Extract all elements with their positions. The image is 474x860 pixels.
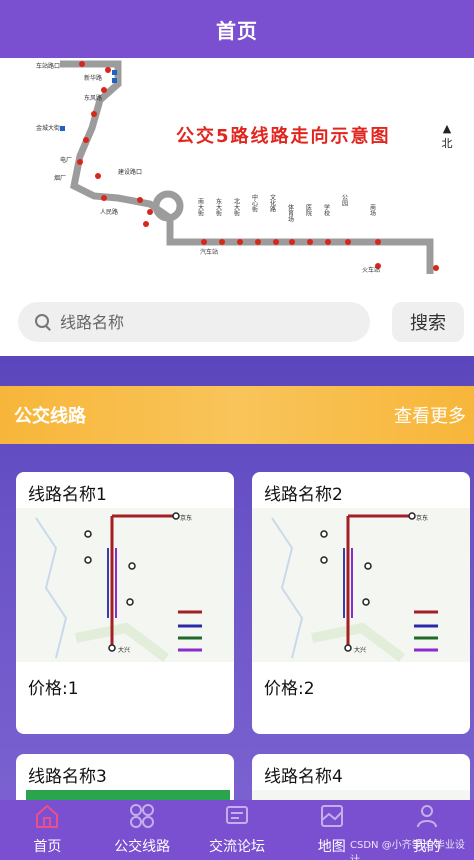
svg-text:烟厂: 烟厂: [54, 174, 66, 182]
watermark: CSDN @小齐学长 毕业设计: [350, 840, 465, 860]
search-icon: [34, 313, 52, 331]
svg-text:体育场: 体育场: [287, 203, 294, 223]
compass-label: 北: [441, 137, 453, 150]
nav-item-routes[interactable]: 公交线路: [95, 800, 190, 860]
svg-text:学校: 学校: [323, 203, 330, 217]
banner-title: 公交5路线路走向示意图: [176, 126, 391, 147]
nav-item-home[interactable]: 首页: [0, 800, 95, 860]
route-card-name: 线路名称1: [28, 485, 107, 505]
svg-text:人民路: 人民路: [100, 208, 118, 216]
map-icon: [320, 805, 343, 827]
route-card-price: 价格:1: [28, 679, 79, 699]
search-input[interactable]: [60, 312, 320, 332]
svg-text:南大街: 南大街: [197, 197, 204, 217]
route-card[interactable]: 线路名称1 京东 大兴 价格:1: [16, 472, 234, 734]
section-title: 公交线路: [14, 406, 86, 427]
bottom-nav: 首页 公交线路 交流论坛 地图 我的: [0, 800, 474, 860]
svg-text:北大街: 北大街: [233, 197, 240, 217]
nav-label: 首页: [33, 839, 62, 855]
svg-text:电厂: 电厂: [60, 156, 72, 164]
home-icon: [36, 804, 59, 828]
map-label: 大兴: [354, 646, 366, 654]
map-label: 京东: [180, 514, 192, 522]
svg-text:公园: 公园: [341, 194, 348, 207]
forum-icon: [225, 806, 248, 824]
search-button[interactable]: 搜索: [392, 302, 464, 342]
nav-item-profile[interactable]: 我的: [379, 800, 474, 860]
route-card-name: 线路名称4: [264, 767, 343, 787]
svg-text:文化路: 文化路: [269, 193, 276, 213]
svg-text:金城大街: 金城大街: [36, 124, 60, 132]
route-card-name: 线路名称3: [28, 767, 107, 787]
route-card-map-image: 京东 大兴: [16, 508, 234, 662]
grid-icon: [130, 804, 155, 828]
map-label: 大兴: [118, 646, 130, 654]
blue-stop-marks: [60, 70, 117, 131]
route-card-name: 线路名称2: [264, 485, 343, 505]
user-icon: [416, 805, 437, 828]
nav-label: 我的: [412, 839, 441, 855]
page-title: 首页: [216, 18, 258, 43]
route-stops: [77, 61, 439, 271]
nav-item-forum[interactable]: 交流论坛: [190, 800, 285, 860]
svg-text:医院: 医院: [305, 204, 312, 217]
svg-text:东风路: 东风路: [84, 94, 102, 102]
nav-label: 公交线路: [114, 839, 171, 855]
map-label: 京东: [416, 514, 428, 522]
route-loop: [152, 190, 184, 222]
nav-label: 地图: [317, 839, 346, 855]
route-card-price: 价格:2: [264, 679, 315, 699]
content-area: 公交线路 查看更多 线路名称1 京东 大兴 价格:: [0, 356, 474, 860]
svg-text:汽车站: 汽车站: [200, 248, 218, 256]
svg-text:东大街: 东大街: [215, 197, 222, 217]
section-header: 公交线路 查看更多: [0, 386, 474, 444]
svg-text:商场: 商场: [369, 203, 376, 217]
search-bar[interactable]: [18, 302, 370, 342]
svg-text:车站路口: 车站路口: [36, 62, 60, 70]
svg-text:火车站: 火车站: [362, 266, 380, 274]
route-map-illustration: 车站路口 新华路 东风路 金城大街 电厂 烟厂 建设路口 人民路 汽车站 火车站…: [36, 60, 439, 274]
app-header: 首页: [0, 0, 474, 58]
nav-label: 交流论坛: [208, 839, 265, 855]
svg-text:建设路口: 建设路口: [118, 168, 142, 176]
svg-text:新华路: 新华路: [84, 74, 102, 82]
route-line: [60, 60, 434, 274]
route-card-map-image: 京东 大兴: [252, 508, 470, 662]
svg-text:中心街: 中心街: [251, 193, 258, 213]
view-more-link[interactable]: 查看更多: [394, 406, 466, 427]
compass-icon: ▲ 北: [436, 122, 458, 150]
nav-item-map[interactable]: 地图: [284, 800, 379, 860]
route-card[interactable]: 线路名称2 京东 大兴 价格:2: [252, 472, 470, 734]
